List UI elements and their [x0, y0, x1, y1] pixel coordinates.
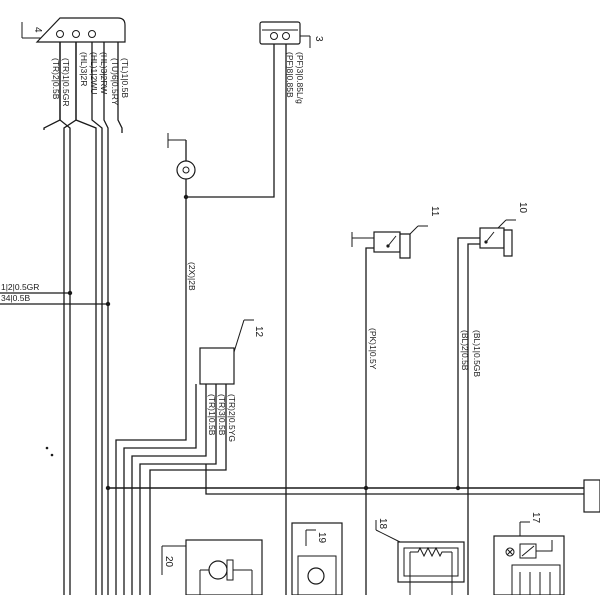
wire-label: 34|0.5B [1, 293, 30, 303]
switch-10: 10 [479, 202, 528, 257]
left-edge-wires: 1|2|0.5GR 34|0.5B [0, 282, 111, 307]
wire [365, 247, 374, 595]
wire-label: (HL)3|2R [79, 52, 89, 86]
wire [117, 42, 123, 133]
connector-4: 4 [21, 17, 126, 43]
wire [103, 42, 109, 595]
wire-label: (TR)2|0.5B [51, 58, 61, 100]
component-12-number: 12 [253, 326, 264, 338]
wire-label: (TR)1|0.5B [207, 394, 217, 436]
wire [59, 42, 71, 595]
connector-4-pin-a [56, 30, 64, 38]
stray-mark [50, 453, 54, 457]
connector-4-pin-b [72, 30, 80, 38]
component-17: 17 [493, 512, 565, 595]
connector-4-number: 4 [32, 27, 43, 33]
wire-label: (PK)1|0.5Y [368, 328, 378, 370]
lamp-bulb [176, 160, 196, 180]
connector-4-pin-c [88, 30, 96, 38]
component-18-number: 18 [377, 518, 388, 530]
component-20-number: 20 [163, 556, 174, 568]
wire [205, 464, 585, 495]
switch-11-number: 11 [429, 206, 440, 217]
wire-label: (BL)1|0.5GB [472, 330, 482, 377]
switch-10-pivot [484, 240, 488, 244]
component-18-body [397, 541, 465, 583]
wire-label: (TL)1|0.5B [120, 58, 130, 98]
junction-dot [363, 485, 369, 491]
wire [457, 237, 480, 488]
connector-3: 3 (PF)3|0.85L/g (PF)8|0.85B [259, 21, 324, 104]
component-18: 18 [375, 518, 465, 595]
wire [75, 42, 97, 595]
lamp-filament [182, 166, 190, 174]
wire-label: (2X)|2B [187, 262, 197, 291]
wire [91, 42, 103, 595]
switch-10-body [479, 227, 505, 249]
wire-label: (TR)2|0.5YG [227, 394, 237, 442]
component-12-leader [233, 319, 245, 353]
junction-dot [105, 485, 111, 491]
stray-mark [45, 446, 49, 450]
wire [186, 44, 275, 198]
relay-contact [536, 540, 553, 552]
connector-4-housing [35, 17, 126, 43]
wire-label: (TU)6|0.5RY [110, 58, 120, 106]
wire-label: (HL)1|2WU [89, 52, 99, 94]
switch-10-cap [503, 229, 513, 257]
connector-4-harness [43, 42, 123, 595]
motor-circle [307, 567, 325, 585]
component-12-body [199, 347, 235, 385]
switch-11: 11 [351, 206, 440, 259]
switch-10-number: 10 [517, 202, 528, 214]
wire-label: (PF)3|0.85L/g [295, 52, 305, 104]
wire [123, 384, 197, 595]
switch-10-contact [485, 231, 495, 243]
resistor-zigzag [410, 546, 452, 558]
wire [115, 197, 187, 595]
component-19-number: 19 [316, 532, 327, 544]
wire [149, 384, 227, 595]
component-12: 12 (TR)2|0.5YG (TR)3|0.5B (TR)1|0.5B [199, 319, 264, 442]
connector-3-number: 3 [313, 36, 324, 42]
wire [139, 384, 217, 595]
switch-11-contact [387, 235, 397, 247]
wire [131, 384, 207, 595]
relay-coil-x [506, 548, 514, 556]
switch-11-cap [399, 233, 411, 259]
connector-3-pin-a [270, 32, 278, 40]
motor-circle [208, 560, 228, 580]
edge-connector [583, 479, 600, 513]
connector-3-pin-b [282, 32, 290, 40]
relay-coil-slash [521, 545, 535, 557]
connector-3-housing [259, 21, 301, 45]
wire-label: (TR)3|0.5B [217, 394, 227, 436]
switch-11-leader [409, 225, 419, 235]
component-19: 19 [291, 522, 343, 595]
junction-dot [105, 301, 111, 307]
wire-label: (PF)8|0.85B [285, 52, 295, 98]
component-20: 20 [161, 539, 263, 595]
switch-11-body [373, 231, 401, 253]
junction-dot [67, 290, 73, 296]
component-18-inner [403, 547, 459, 577]
wire [467, 243, 480, 595]
switch-11-pivot [386, 244, 390, 248]
wire-label: (BL)2|0.5B [460, 330, 470, 371]
relay-coil-mark [505, 547, 515, 557]
wire-label: (TR)1|0.5GR [61, 58, 71, 107]
wire-label: 1|2|0.5GR [1, 282, 39, 292]
component-17-number: 17 [530, 512, 541, 524]
component-18-leader [375, 529, 401, 543]
relay-terminal-block [511, 564, 561, 595]
main-bus [105, 479, 600, 513]
lamp [167, 133, 196, 200]
component-19-body [297, 555, 337, 595]
switch-10-leader [497, 219, 507, 229]
